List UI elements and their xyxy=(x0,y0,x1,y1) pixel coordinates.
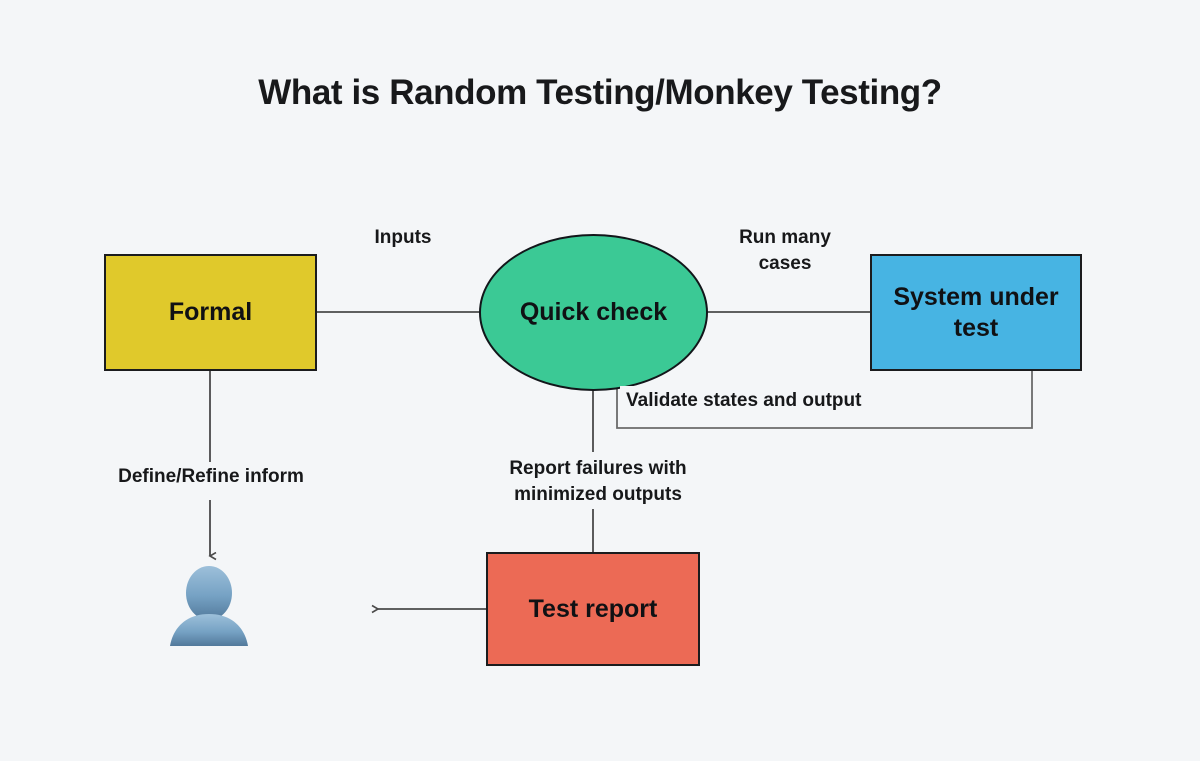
edge-label-run-many-cases: Run many cases xyxy=(739,227,831,274)
node-system-under-test-label: System under test xyxy=(893,283,1059,342)
node-system-under-test[interactable]: System under test xyxy=(870,254,1082,371)
edge-label-validate-states-and-output: Validate states and output xyxy=(620,386,952,416)
edge-label-inputs: Inputs xyxy=(374,227,432,248)
node-test-report[interactable]: Test report xyxy=(486,552,700,666)
node-test-report-label: Test report xyxy=(528,594,658,623)
edge-system-to-quick-check xyxy=(616,371,1033,429)
edge-label-define-refine-inform: Define/Refine inform xyxy=(118,466,304,487)
node-formal[interactable]: Formal xyxy=(104,254,317,371)
node-quick-check-label: Quick check xyxy=(519,298,668,327)
page-title: What is Random Testing/Monkey Testing? xyxy=(258,73,942,112)
node-formal-label: Formal xyxy=(168,298,253,327)
node-quick-check[interactable]: Quick check xyxy=(479,234,708,391)
edge-label-report-failures: Report failures with minimized outputs xyxy=(470,454,726,510)
person-avatar-icon xyxy=(170,566,248,646)
